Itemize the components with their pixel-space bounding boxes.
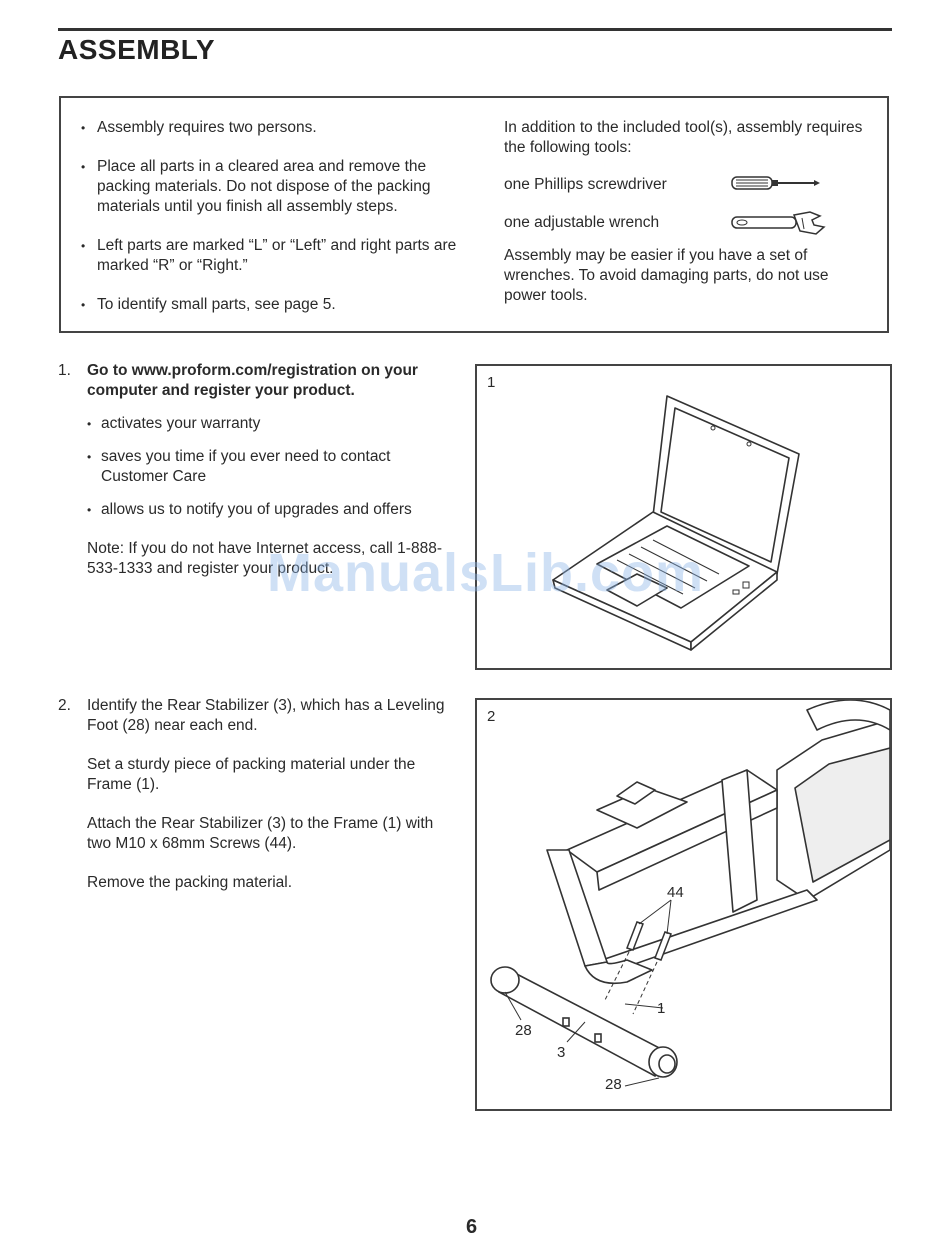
step-1-note: Note: If you do not have Internet access…	[87, 540, 442, 577]
step-number: 2.	[58, 697, 71, 714]
page-number: 6	[466, 1216, 478, 1238]
figure-number: 2	[487, 708, 496, 725]
laptop-illustration	[552, 395, 800, 651]
tool-label: one Phillips screwdriver	[504, 176, 667, 193]
step-2-paragraph: Remove the packing material.	[87, 874, 293, 891]
rear-stabilizer-illustration	[490, 700, 890, 1087]
tool-label: one adjustable wrench	[504, 214, 660, 231]
step-1-lead: Go to www.proform.com/registration on yo…	[87, 362, 418, 399]
step-number: 1.	[58, 362, 71, 379]
callout-screws: 44	[667, 884, 684, 901]
benefit-item: allows us to notify you of upgrades and …	[87, 500, 448, 520]
tool-row-screwdriver: one Phillips screwdriver	[504, 166, 874, 204]
figure-number: 1	[487, 374, 496, 391]
header-rule	[58, 28, 892, 31]
step-2-paragraph: Set a sturdy piece of packing material u…	[87, 756, 416, 793]
required-tools: In addition to the included tool(s), ass…	[504, 118, 874, 306]
note-item: Left parts are marked “L” or “Left” and …	[81, 236, 461, 276]
figure-1-laptop: 1	[475, 364, 892, 670]
note-item: Place all parts in a cleared area and re…	[81, 157, 461, 217]
tools-outro: Assembly may be easier if you have a set…	[504, 247, 829, 304]
step-2-paragraph: Identify the Rear Stabilizer (3), which …	[87, 697, 445, 734]
note-item: Assembly requires two persons.	[81, 118, 461, 138]
callout-leveling-foot: 28	[515, 1022, 532, 1039]
assembly-notes: Assembly requires two persons. Place all…	[81, 118, 461, 334]
benefit-item: saves you time if you ever need to conta…	[87, 447, 448, 487]
tools-intro: In addition to the included tool(s), ass…	[504, 119, 863, 156]
page-title: ASSEMBLY	[58, 34, 216, 65]
step-2: 2. Identify the Rear Stabilizer (3), whi…	[58, 696, 448, 893]
callout-frame: 1	[657, 1000, 666, 1017]
callout-rear-stabilizer: 3	[557, 1044, 566, 1061]
tool-row-wrench: one adjustable wrench	[504, 204, 874, 242]
callout-leveling-foot: 28	[605, 1076, 622, 1093]
adjustable-wrench-icon	[731, 211, 826, 235]
figure-2-stabilizer: 2	[475, 698, 892, 1111]
assembly-info-box: Assembly requires two persons. Place all…	[59, 96, 889, 333]
step-2-paragraph: Attach the Rear Stabilizer (3) to the Fr…	[87, 815, 434, 852]
benefit-item: activates your warranty	[87, 414, 448, 434]
screwdriver-icon	[731, 176, 820, 190]
note-item: To identify small parts, see page 5.	[81, 295, 461, 315]
step-1: 1. Go to www.proform.com/registration on…	[58, 361, 448, 579]
